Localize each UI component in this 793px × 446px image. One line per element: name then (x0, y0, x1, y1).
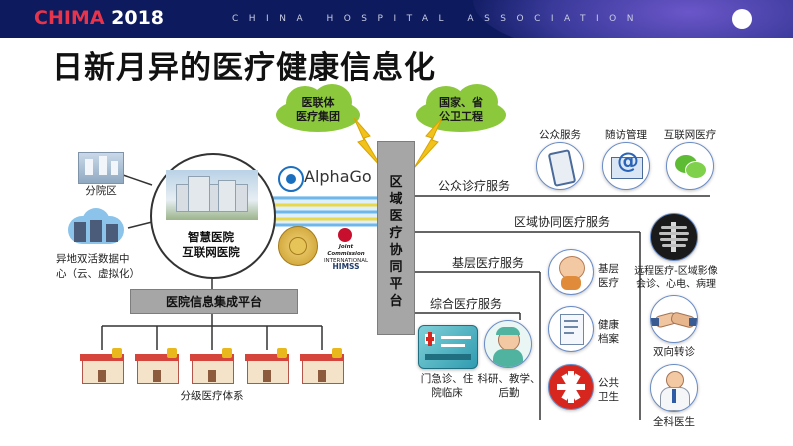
logo-year: 2018 (104, 7, 165, 29)
medical-symbol-icon (548, 364, 594, 410)
jci-line1: Joint Commission (327, 244, 365, 257)
mid-icon-label: 基层 医疗 (598, 262, 628, 290)
platform-char: 平 (389, 277, 403, 292)
mid-icon-line1: 公共 (598, 377, 619, 389)
bottom-icon-label: 科研、教学、 后勤 (476, 372, 542, 400)
hospital-label: 智慧医院 互联网医院 (160, 230, 262, 260)
cloud-right-line1: 国家、省 (439, 96, 483, 109)
bottom-icon-label: 门急诊、住 院临床 (414, 372, 480, 400)
health-record-icon (548, 306, 594, 352)
logo-text: CHIMA (34, 7, 105, 29)
datacenter-label: 异地双活数据中 心（云、虚拟化） (56, 252, 156, 282)
platform-char: 同 (389, 260, 403, 275)
clinic-icon (300, 348, 344, 384)
circle-icon (732, 9, 752, 29)
datacenter-label-line1: 异地双活数据中 (56, 253, 130, 265)
alphago-icon (278, 166, 304, 192)
hospital-line2: 互联网医院 (182, 245, 240, 259)
clinic-icon (135, 348, 179, 384)
platform-char: 域 (389, 192, 403, 207)
datacenter-cloud-icon (62, 208, 128, 248)
cloud-medical-group: 医联体 医疗集团 (272, 84, 364, 136)
bottom-icon-line2: 后勤 (498, 387, 520, 399)
email-icon: @ (602, 142, 650, 190)
branch-building-icon (78, 152, 124, 184)
mid-icon-label: 健康 档案 (598, 318, 628, 346)
cloud-right-line2: 公卫工程 (439, 110, 483, 123)
mid-icon-label: 公共 卫生 (598, 376, 628, 404)
platform-char: 医 (389, 209, 403, 224)
bottom-icon-line2: 院临床 (431, 387, 463, 399)
platform-char: 台 (389, 294, 403, 309)
hospital-line1: 智慧医院 (188, 230, 234, 244)
platform-char: 疗 (389, 226, 403, 241)
jci-label: Joint Commission INTERNATIONAL (322, 244, 370, 265)
hospital-photo (166, 170, 258, 220)
himss-label: HIMSS (332, 262, 360, 271)
top-icon-label: 互联网医疗 (663, 129, 717, 141)
cloud-left-line2: 医疗集团 (296, 110, 340, 123)
bottom-icon-line1: 科研、教学、 (477, 373, 541, 385)
tier-label: 分级医疗体系 (180, 390, 244, 402)
bottom-icon-line1: 门急诊、住 (420, 373, 474, 385)
right-icon-label: 双向转诊 (653, 346, 695, 358)
datacenter-connector (127, 221, 153, 229)
mid-icon-line2: 卫生 (598, 391, 619, 403)
cloud-public-health: 国家、省 公卫工程 (412, 84, 510, 136)
right-icon-line2: 会诊、心电、病理 (636, 279, 716, 290)
mobile-phone-icon (536, 142, 584, 190)
doctor-icon (650, 364, 698, 412)
integration-platform: 医院信息集成平台 (130, 289, 298, 314)
mid-icon-line1: 健康 (598, 319, 619, 331)
comprehensive-service-label: 综合医疗服务 (430, 297, 503, 311)
branch-connector (122, 174, 153, 186)
regional-platform: 区 域 医 疗 协 同 平 台 (377, 141, 415, 335)
baby-icon (548, 249, 594, 295)
nurse-icon (484, 320, 532, 368)
handshake-icon (650, 295, 698, 343)
cloud-left-line1: 医联体 (301, 96, 335, 109)
platform-char: 区 (389, 175, 403, 190)
regional-service-label: 区域协同医疗服务 (514, 215, 611, 229)
right-icon-label: 全科医生 (653, 416, 695, 428)
right-icon-label: 远程医疗-区域影像 会诊、心电、病理 (626, 265, 726, 291)
chima-logo: CHIMA 2018 (34, 7, 164, 29)
clinic-icon (80, 348, 124, 384)
public-service-label: 公众诊疗服务 (438, 179, 511, 193)
slide-title: 日新月异的医疗健康信息化 (52, 50, 436, 86)
lightning-bolt-icon (413, 118, 443, 169)
jci-logo-icon (338, 228, 352, 242)
datacenter-label-line2: 心（云、虚拟化） (56, 268, 140, 280)
mid-icon-line1: 基层 (598, 263, 619, 275)
gold-seal-icon (278, 226, 318, 266)
clinic-icon (190, 348, 234, 384)
branch-label: 分院区 (85, 185, 117, 197)
mid-icon-line2: 医疗 (598, 277, 619, 289)
top-icon-label: 公众服务 (539, 129, 581, 141)
jci-line2: INTERNATIONAL (323, 258, 369, 264)
right-icon-line1: 远程医疗-区域影像 (634, 266, 718, 277)
platform-char: 协 (389, 243, 403, 258)
primary-service-label: 基层医疗服务 (452, 256, 525, 270)
xray-icon (650, 213, 698, 261)
association-name: CHINA HOSPITAL ASSOCIATION (232, 14, 644, 24)
mid-icon-line2: 档案 (598, 333, 619, 345)
top-icon-label: 随访管理 (605, 129, 647, 141)
medical-card-icon (418, 325, 478, 369)
wechat-icon (666, 142, 714, 190)
alphago-label: AlphaGo (304, 167, 372, 186)
clinic-icon (245, 348, 289, 384)
